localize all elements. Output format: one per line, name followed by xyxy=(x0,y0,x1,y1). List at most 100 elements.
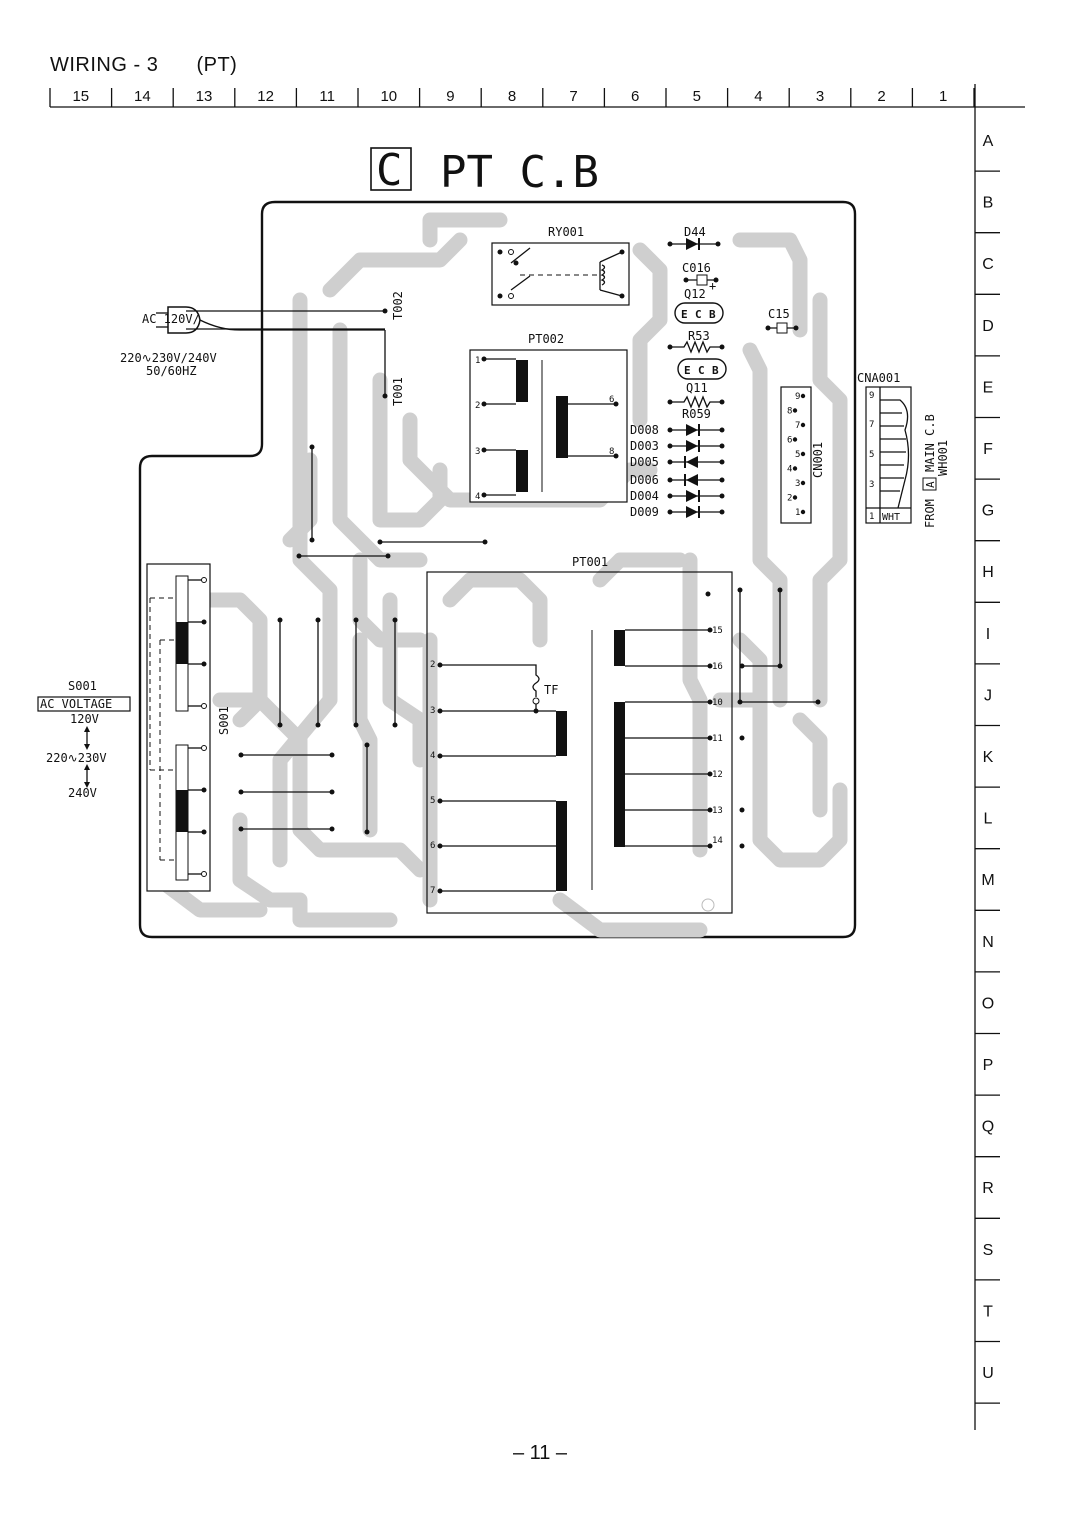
page-number: – 11 – xyxy=(512,1442,568,1464)
cn001-pin-number: 6 xyxy=(787,436,792,446)
row-letter: B xyxy=(983,195,994,212)
row-letter: D xyxy=(982,318,994,335)
column-number: 13 xyxy=(196,88,213,105)
terminal-t002-label: T002 xyxy=(391,291,405,320)
pt001-pin-15: 15 xyxy=(712,626,723,636)
row-letter: H xyxy=(982,564,994,581)
pt002-pin-6: 6 xyxy=(609,395,614,405)
cn001-pin-pad xyxy=(800,480,806,486)
cn001-pin-pad xyxy=(800,451,806,457)
pt001-label: PT001 xyxy=(572,555,608,569)
r53-label: R53 xyxy=(688,329,710,343)
pt002-pin-8: 8 xyxy=(609,447,614,457)
diode-pad xyxy=(719,509,725,515)
column-number: 11 xyxy=(319,88,335,105)
row-letter: K xyxy=(983,749,994,766)
diode-symbol xyxy=(686,424,698,436)
cable-origin-label: FROM A MAIN C.B WH001 xyxy=(922,414,950,528)
row-letter: R xyxy=(982,1180,994,1197)
ac-frequency-line: 50/60HZ xyxy=(146,364,197,378)
row-letter: C xyxy=(982,256,994,273)
pt001-pin-14: 14 xyxy=(712,836,723,846)
cn001-pin-number: 9 xyxy=(795,392,800,402)
diode-pad xyxy=(719,493,725,499)
column-number: 2 xyxy=(877,88,885,105)
row-letter: Q xyxy=(982,1119,994,1136)
resistor-r53 xyxy=(667,340,725,354)
svg-text:+: + xyxy=(709,279,716,293)
diode-pad xyxy=(667,459,673,465)
page-subtitle: (PT) xyxy=(196,54,238,76)
diode-pad xyxy=(667,477,673,483)
q12-pin-c: C xyxy=(695,308,702,321)
diode-label: D008 xyxy=(630,423,659,437)
diode-label: D006 xyxy=(630,473,659,487)
voltage-selector-legend: S001 AC VOLTAGE 120V 220∿230V 240V xyxy=(37,679,131,800)
row-letter: O xyxy=(982,995,994,1012)
diode-pad xyxy=(667,427,673,433)
diode-symbol xyxy=(686,474,698,486)
ac-power-label: AC 120V/ 220∿230V/240V 50/60HZ xyxy=(120,312,217,378)
pt001-pin-13: 13 xyxy=(712,806,723,816)
row-letter: L xyxy=(984,811,993,828)
diode-pad xyxy=(719,459,725,465)
row-letter: U xyxy=(982,1365,994,1382)
board-code: C xyxy=(376,145,403,196)
cn001-pin-number: 8 xyxy=(787,407,792,417)
column-number: 15 xyxy=(72,88,89,105)
row-letter: A xyxy=(983,133,994,150)
row-letter: J xyxy=(984,687,992,704)
diode-label: D004 xyxy=(630,489,659,503)
board-outline xyxy=(138,200,857,939)
pt002-pin-1: 1 xyxy=(475,356,480,366)
diode-pad xyxy=(667,443,673,449)
pt001-pin-10: 10 xyxy=(712,698,723,708)
r059-label: R059 xyxy=(682,407,711,421)
jumper-wires xyxy=(238,444,783,835)
row-letter: P xyxy=(983,1057,994,1074)
from-board-code: A xyxy=(924,481,937,488)
main-board-text: MAIN C.B xyxy=(923,414,937,472)
ac-plug xyxy=(156,306,388,399)
pt002-pin-3: 3 xyxy=(475,447,480,457)
diode-symbol xyxy=(686,440,698,452)
column-number: 5 xyxy=(693,88,701,105)
cna001-pin-5: 5 xyxy=(869,450,874,460)
diode-label: D003 xyxy=(630,439,659,453)
column-number: 4 xyxy=(754,88,762,105)
wh001-label: WH001 xyxy=(936,440,950,476)
diode-symbol xyxy=(686,456,698,468)
from-text: FROM xyxy=(923,499,937,528)
voltage-240-label: 240V xyxy=(68,786,97,800)
cn001-label: CN001 xyxy=(811,442,825,478)
row-letter: I xyxy=(986,626,990,643)
capacitor-c15 xyxy=(765,322,799,334)
column-ruler xyxy=(50,84,1025,1430)
q12-pin-b: B xyxy=(709,308,716,321)
diode-pad xyxy=(719,443,725,449)
diode-pad xyxy=(719,427,725,433)
transistor-q11: E C B xyxy=(677,358,727,380)
row-letter: F xyxy=(983,441,993,458)
connector-cna001: 9 7 5 3 1 WHT xyxy=(865,386,912,524)
page-header: WIRING - 3 (PT) xyxy=(50,54,237,77)
board-name: PT C.B xyxy=(440,147,599,198)
pt002-pin-2: 2 xyxy=(475,401,480,411)
s001-vertical-label: S001 xyxy=(217,706,231,735)
column-number: 12 xyxy=(257,88,274,105)
cn001-pin-pad xyxy=(800,509,806,515)
cn001-pin-pad xyxy=(792,495,798,500)
diode-pad xyxy=(667,493,673,499)
cn001-pin-number: 5 xyxy=(795,450,800,460)
q11-label: Q11 xyxy=(686,381,708,395)
column-number: 8 xyxy=(508,88,516,105)
pt001-pin-11: 11 xyxy=(712,734,723,744)
cn001-pin-pad xyxy=(800,393,806,399)
terminal-t001-label: T001 xyxy=(391,377,405,406)
ac-voltage-box-label: AC VOLTAGE xyxy=(40,697,112,711)
d44-label: D44 xyxy=(684,225,706,239)
transformer-pt002: 1 2 3 4 6 8 xyxy=(469,349,628,503)
